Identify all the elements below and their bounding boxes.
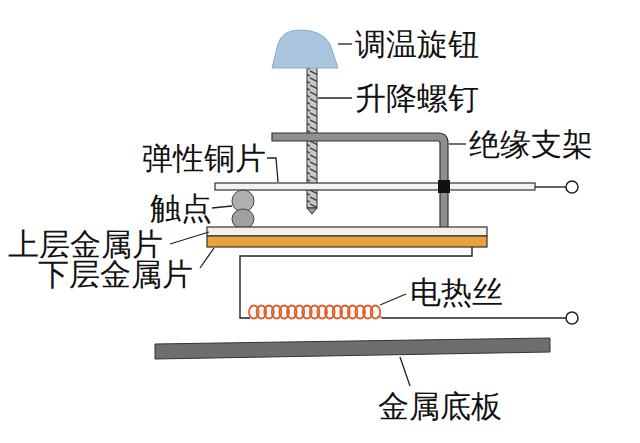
- part-label: 触点: [150, 190, 212, 226]
- part-label: 升降螺钉: [355, 80, 479, 116]
- part-label: 下层金属片: [38, 256, 193, 292]
- upper-plate: [207, 227, 487, 236]
- heating-coil: [249, 306, 382, 319]
- part-label: 电热丝: [410, 274, 503, 310]
- part-label: 绝缘支架: [469, 126, 593, 162]
- copper-strip: [215, 183, 535, 190]
- base-plate: [155, 338, 550, 359]
- knob: [272, 30, 338, 68]
- lower-plate: [207, 236, 487, 247]
- part-label: 调温旋钮: [355, 26, 479, 62]
- part-label: 金属底板: [378, 388, 502, 424]
- bracket: [272, 133, 448, 228]
- part-label: 弹性铜片: [142, 140, 266, 176]
